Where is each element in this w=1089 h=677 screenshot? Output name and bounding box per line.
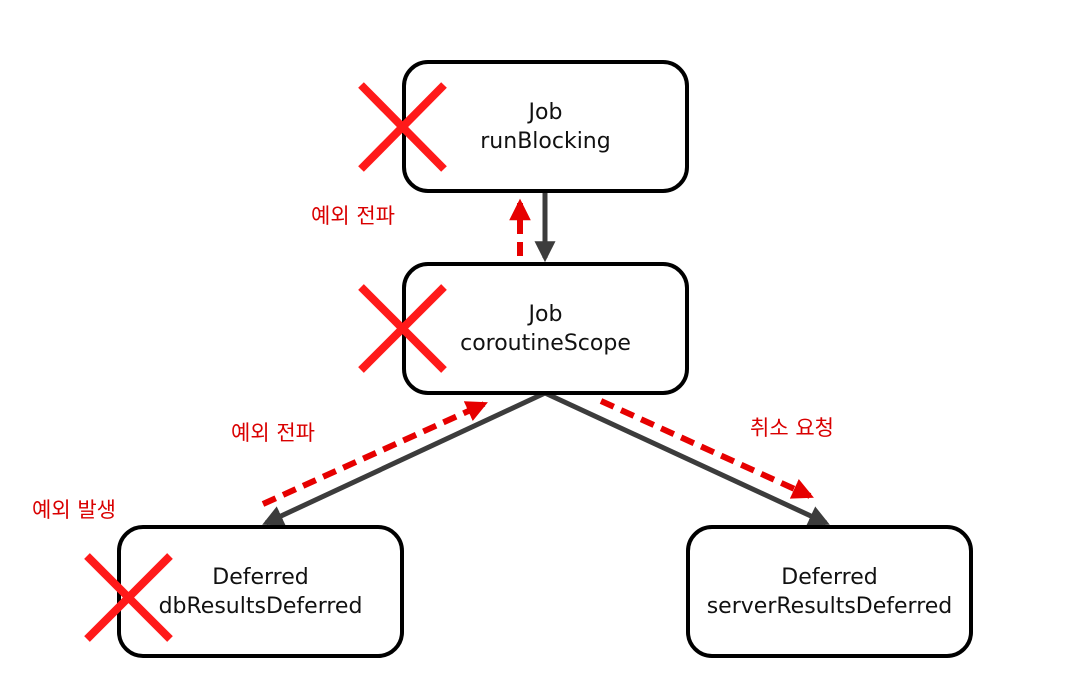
node-serverresultsdeferred-name: serverResultsDeferred bbox=[706, 593, 953, 619]
node-serverresultsdeferred-type: Deferred bbox=[781, 564, 878, 590]
node-dbresultsdeferred-type: Deferred bbox=[212, 564, 309, 590]
node-coroutinescope-type: Job bbox=[528, 301, 563, 327]
node-dbresultsdeferred-name: dbResultsDeferred bbox=[158, 593, 363, 619]
node-coroutinescope: Job coroutineScope bbox=[402, 262, 689, 395]
label-exception-propagation-top: 예외 전파 bbox=[311, 204, 395, 228]
node-coroutinescope-name: coroutineScope bbox=[460, 330, 631, 356]
exception-propagation-arrow-mid bbox=[261, 401, 488, 507]
node-runblocking: Job runBlocking bbox=[402, 60, 689, 193]
label-cancel-request: 취소 요청 bbox=[750, 416, 834, 440]
node-serverresultsdeferred: Deferred serverResultsDeferred bbox=[686, 525, 973, 658]
node-runblocking-name: runBlocking bbox=[480, 128, 611, 154]
edge-coroutinescope-to-serverresults bbox=[543, 390, 830, 526]
cancel-request-arrow bbox=[599, 398, 814, 499]
edge-coroutinescope-to-dbresults bbox=[262, 390, 547, 526]
label-exception-occurred: 예외 발생 bbox=[32, 498, 116, 522]
node-dbresultsdeferred: Deferred dbResultsDeferred bbox=[117, 525, 404, 658]
node-runblocking-type: Job bbox=[528, 99, 563, 125]
label-exception-propagation-mid: 예외 전파 bbox=[231, 421, 315, 445]
